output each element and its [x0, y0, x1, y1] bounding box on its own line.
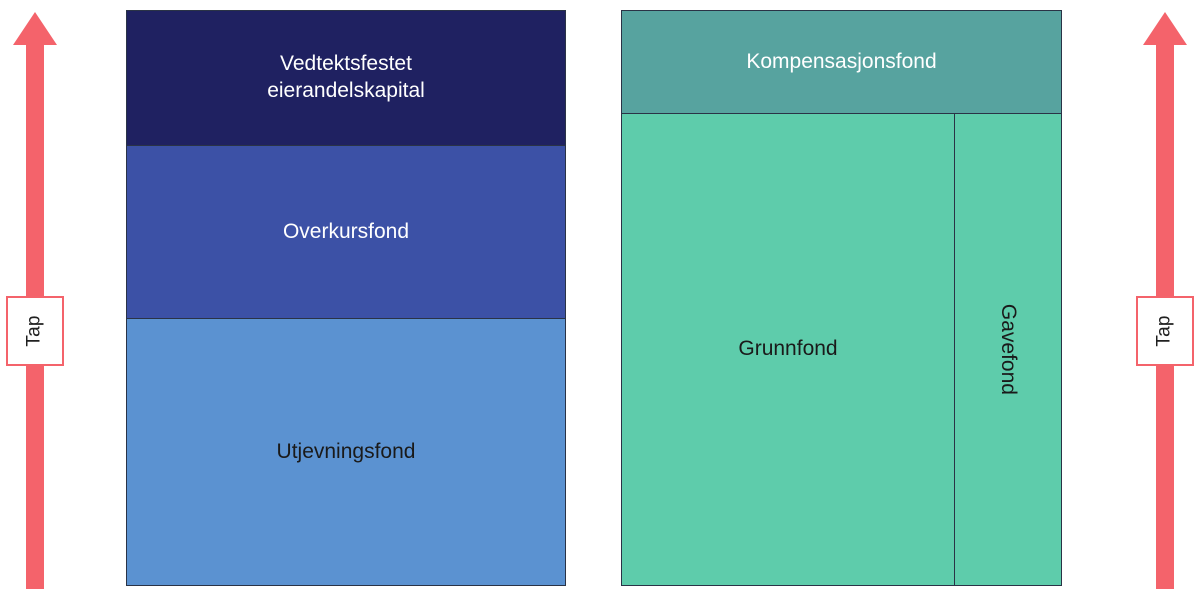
segment-label-utjevningsfond: Utjevningsfond	[276, 439, 416, 463]
right-tap-badge: Tap	[1136, 296, 1194, 366]
grunnfondskapital-column: Kompensasjonsfond Grunnfond Gavefond	[621, 10, 1062, 586]
left-loss-arrow-group: Tap	[0, 0, 70, 601]
left-tap-badge: Tap	[6, 296, 64, 366]
segment-kompensasjonsfond[interactable]: Kompensasjonsfond	[621, 10, 1062, 114]
segment-label-vedtektsfestet: Vedtektsfestet eierandelskapital	[267, 52, 425, 102]
left-tap-label: Tap	[23, 315, 45, 347]
right-tap-label: Tap	[1153, 315, 1175, 347]
segment-overkursfond[interactable]: Overkursfond	[126, 145, 566, 319]
segment-utjevningsfond[interactable]: Utjevningsfond	[126, 318, 566, 586]
segment-label-overkursfond: Overkursfond	[282, 219, 410, 243]
right-loss-arrow-group: Tap	[1130, 0, 1200, 601]
segment-label-gavefond: Gavefond	[997, 303, 1021, 396]
segment-label-grunnfond: Grunnfond	[738, 337, 838, 361]
eierandelskapital-column: Vedtektsfestet eierandelskapital Overkur…	[126, 10, 566, 586]
segment-grunnfond[interactable]: Grunnfond	[621, 113, 955, 586]
segment-label-kompensasjonsfond: Kompensasjonsfond	[746, 49, 937, 73]
segment-vedtektsfestet-eierandelskapital[interactable]: Vedtektsfestet eierandelskapital	[126, 10, 566, 146]
segment-gavefond[interactable]: Gavefond	[954, 113, 1062, 586]
